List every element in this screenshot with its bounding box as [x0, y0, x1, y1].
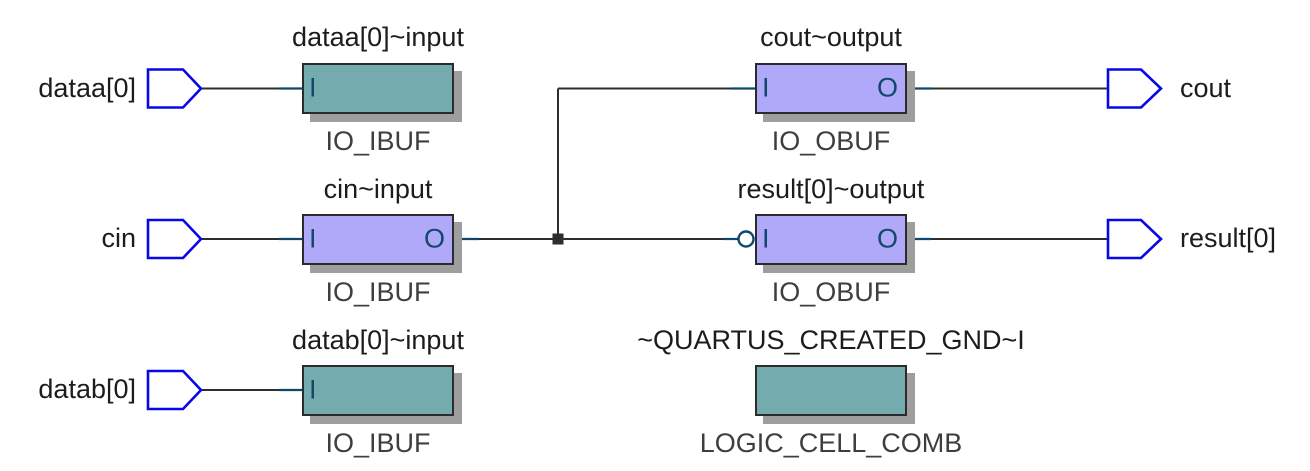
output-pin-result[interactable]: [1106, 218, 1163, 260]
block-type-cin-ibuf: IO_IBUF: [325, 277, 431, 307]
output-pin-cout[interactable]: [1106, 68, 1163, 109]
block-title-dataa-ibuf: dataa[0]~input: [292, 22, 464, 52]
input-connector-bubble: [737, 230, 755, 248]
block-type-cout-obuf: IO_OBUF: [771, 126, 891, 156]
block-cin-ibuf[interactable]: I O: [302, 214, 454, 265]
port-label-I: I: [309, 373, 317, 404]
block-gnd-logic-cell[interactable]: [755, 365, 907, 416]
pin-label-cout: cout: [1180, 73, 1232, 103]
input-pin-datab[interactable]: [146, 369, 203, 411]
block-datab-ibuf[interactable]: I: [302, 365, 454, 416]
port-label-O: O: [876, 71, 898, 102]
port-label-O: O: [423, 222, 445, 253]
port-label-I: I: [309, 71, 317, 102]
net-cin-combout[interactable]: [454, 87, 756, 248]
port-label-I: I: [309, 222, 317, 253]
block-title-cout-obuf: cout~output: [760, 22, 902, 52]
wire-junction-dot: [552, 233, 564, 245]
input-pin-dataa[interactable]: [146, 68, 203, 109]
block-type-datab-ibuf: IO_IBUF: [325, 428, 431, 458]
block-result-obuf[interactable]: I O: [755, 214, 907, 265]
pin-label-cin: cin: [101, 223, 136, 253]
pin-label-result: result[0]: [1180, 223, 1277, 253]
port-label-I: I: [762, 71, 770, 102]
block-type-gnd-cell: LOGIC_CELL_COMB: [699, 428, 963, 458]
pin-label-dataa: dataa[0]: [38, 73, 136, 103]
block-cout-obuf[interactable]: I O: [755, 63, 907, 114]
block-title-datab-ibuf: datab[0]~input: [292, 325, 464, 355]
block-title-result-obuf: result[0]~output: [737, 174, 925, 204]
block-title-gnd-cell: ~QUARTUS_CREATED_GND~I: [637, 325, 1025, 355]
block-type-result-obuf: IO_OBUF: [771, 277, 891, 307]
port-label-O: O: [876, 222, 898, 253]
block-type-dataa-ibuf: IO_IBUF: [325, 126, 431, 156]
port-label-I: I: [762, 222, 770, 253]
pin-label-datab: datab[0]: [38, 374, 136, 404]
input-pin-cin[interactable]: [146, 218, 203, 260]
block-dataa-ibuf[interactable]: I: [302, 63, 454, 114]
block-title-cin-ibuf: cin~input: [323, 174, 433, 204]
